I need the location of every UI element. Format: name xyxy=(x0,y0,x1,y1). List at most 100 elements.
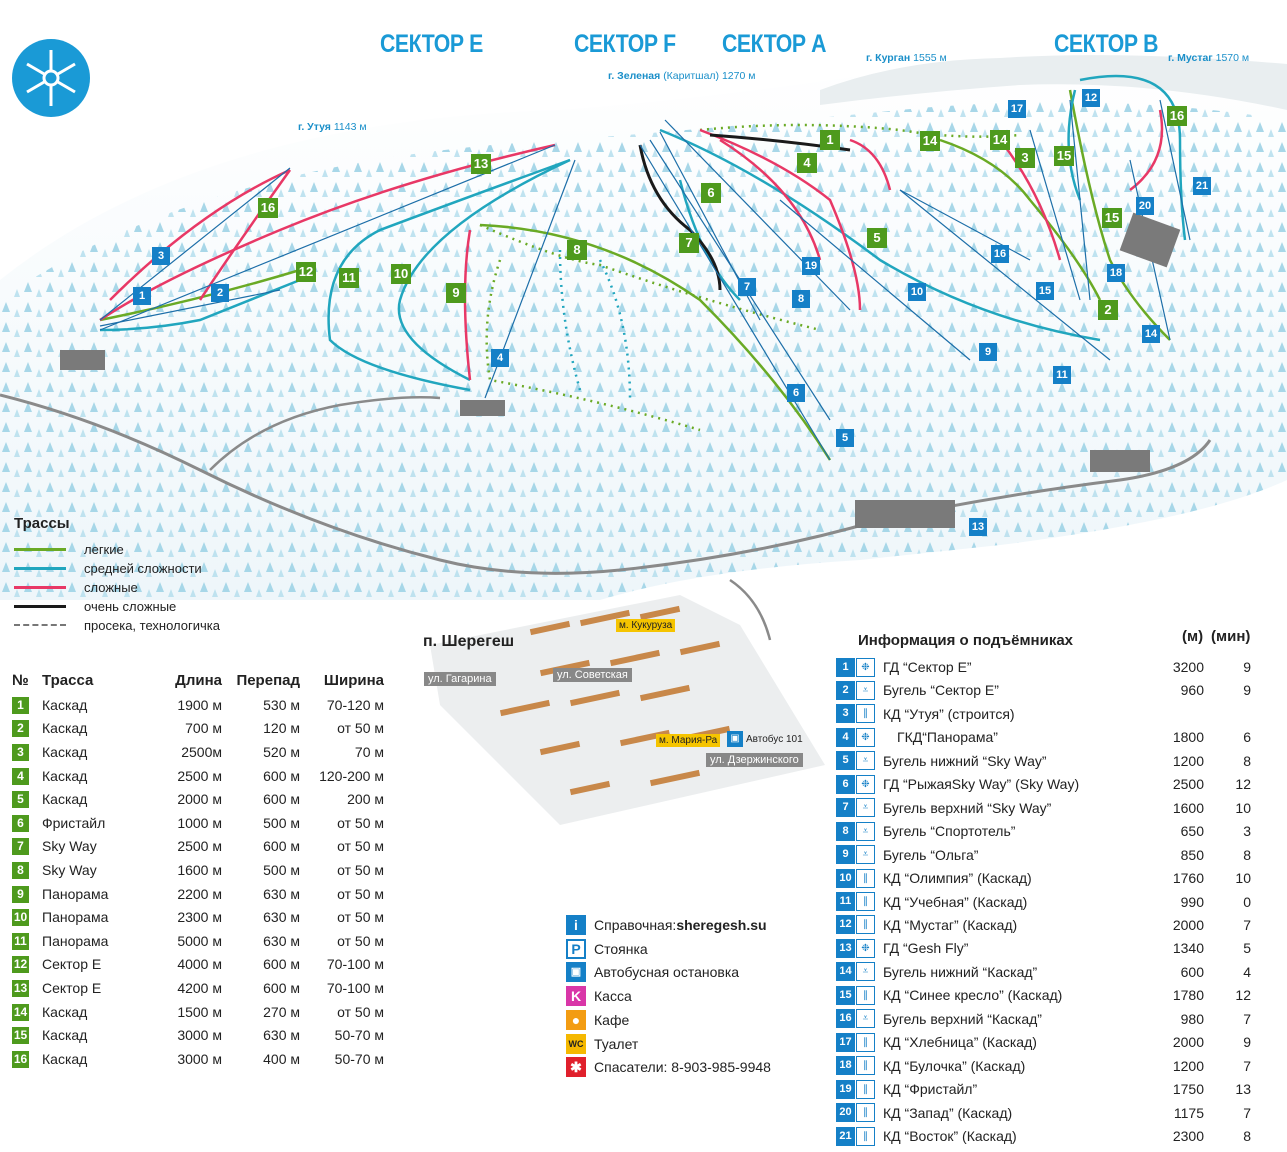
lift-length: 980 xyxy=(1180,1010,1204,1027)
bus-icon: ▣ xyxy=(566,962,586,983)
map-lift-marker: 3 xyxy=(152,247,170,265)
resort-logo xyxy=(12,39,90,117)
legend-item: ✱Спасатели: 8-903-985-9948 xyxy=(566,1057,771,1078)
rescue-icon: ✱ xyxy=(566,1057,586,1078)
map-lift-marker: 5 xyxy=(836,429,854,447)
chair-lift-icon: ∥ xyxy=(856,985,875,1005)
trail-width: 50-70 м xyxy=(334,1027,384,1044)
lift-time: 12 xyxy=(1235,987,1251,1004)
trail-length: 2300 м xyxy=(177,909,222,926)
trail-number: 16 xyxy=(12,1050,29,1068)
info-icon: i xyxy=(566,915,586,935)
trail-name: Каскад xyxy=(42,720,88,737)
trail-number: 13 xyxy=(12,979,29,997)
trail-length: 4000 м xyxy=(177,956,222,973)
medium-trails xyxy=(99,74,1187,392)
easy-trails xyxy=(99,89,1171,461)
sector-e-label: СЕКТОР E xyxy=(380,30,483,58)
map-trail-marker: 16 xyxy=(258,198,278,218)
trail-number: 8 xyxy=(12,861,29,879)
gondola-lift-icon: ❉ xyxy=(856,774,875,794)
legend-link[interactable]: sheregesh.su xyxy=(676,917,767,933)
base-area xyxy=(60,212,1181,528)
street-gagarina: ул. Гагарина xyxy=(424,672,496,686)
lift-name: ГКД“Панорама” xyxy=(897,729,998,746)
legend-easy: легкие xyxy=(14,540,124,558)
trail-name: Сектор Е xyxy=(42,956,102,973)
lift-number: 13 xyxy=(836,938,855,958)
lift-length: 650 xyxy=(1180,823,1204,840)
lift-name: ГД “Gesh Fly” xyxy=(883,940,969,957)
trail-number: 4 xyxy=(12,767,29,785)
street-sovetskaya: ул. Советская xyxy=(553,668,632,682)
trail-number: 12 xyxy=(12,956,29,974)
lift-length: 1600 xyxy=(1172,799,1204,816)
tbar-lift-icon: ⩡ xyxy=(856,962,875,982)
tbar-lift-icon: ⩡ xyxy=(856,798,875,818)
street-dzerzhinskogo: ул. Дзержинского xyxy=(706,753,803,767)
chair-lift-icon: ∥ xyxy=(856,1032,875,1052)
lift-name: Бугель “Ольга” xyxy=(883,846,979,863)
map-lift-marker: 1 xyxy=(133,287,151,305)
lift-name: КД “Синее кресло” (Каскад) xyxy=(883,987,1063,1004)
lift-length: 1340 xyxy=(1172,940,1204,957)
sector-b-label: СЕКТОР B xyxy=(1054,30,1159,58)
map-trail-marker: 14 xyxy=(990,130,1010,150)
lift-number: 18 xyxy=(836,1056,855,1076)
stop-kukuruza: м. Кукуруза xyxy=(616,619,676,632)
lift-name: ГД “Сектор Е” xyxy=(883,659,972,675)
trail-name: Каскад xyxy=(42,1027,88,1044)
trail-drop: 400 м xyxy=(263,1050,300,1067)
map-trail-marker: 12 xyxy=(296,262,316,282)
lift-time: 6 xyxy=(1243,729,1251,746)
legend-very-hard: очень сложные xyxy=(14,597,176,615)
lift-time: 3 xyxy=(1243,823,1251,840)
col-no: № xyxy=(12,671,29,689)
map-trail-marker: 5 xyxy=(867,228,887,248)
map-lift-marker: 16 xyxy=(991,245,1009,263)
map-lift-marker: 18 xyxy=(1107,264,1125,282)
col-length: Длина xyxy=(175,671,222,689)
trail-name: Каскад xyxy=(42,1003,88,1020)
lift-time: 8 xyxy=(1243,1128,1251,1144)
lift-name: КД “Учебная” (Каскад) xyxy=(883,893,1028,910)
trail-width: от 50 м xyxy=(337,838,384,855)
lift-time: 7 xyxy=(1243,916,1251,933)
lift-number: 15 xyxy=(836,985,855,1005)
lift-length: 2500 xyxy=(1172,776,1204,793)
legend-medium: средней сложности xyxy=(14,559,202,577)
trail-name: Панорама xyxy=(42,909,109,926)
lift-number: 2 xyxy=(836,680,855,700)
lift-length: 1200 xyxy=(1172,1057,1204,1074)
lift-number: 11 xyxy=(836,892,855,911)
col-drop: Перепад xyxy=(236,671,300,689)
trail-length: 3000 м xyxy=(177,1027,222,1044)
map-lift-marker: 8 xyxy=(792,290,810,308)
trail-drop: 500 м xyxy=(263,814,300,831)
village-road xyxy=(729,578,772,641)
lift-length: 850 xyxy=(1180,846,1204,863)
lift-length: 1760 xyxy=(1172,870,1204,887)
sector-a-label: СЕКТОР A xyxy=(722,30,827,58)
lift-name: Бугель верхний “Каскад” xyxy=(883,1010,1042,1027)
gondola-lift-icon: ❉ xyxy=(856,938,875,958)
lift-time: 7 xyxy=(1243,1104,1251,1121)
trail-name: Sky Way xyxy=(42,861,97,878)
legend-item: ●Кафе xyxy=(566,1009,629,1030)
trail-length: 2500 м xyxy=(177,767,222,784)
trail-drop: 520 м xyxy=(263,743,300,760)
